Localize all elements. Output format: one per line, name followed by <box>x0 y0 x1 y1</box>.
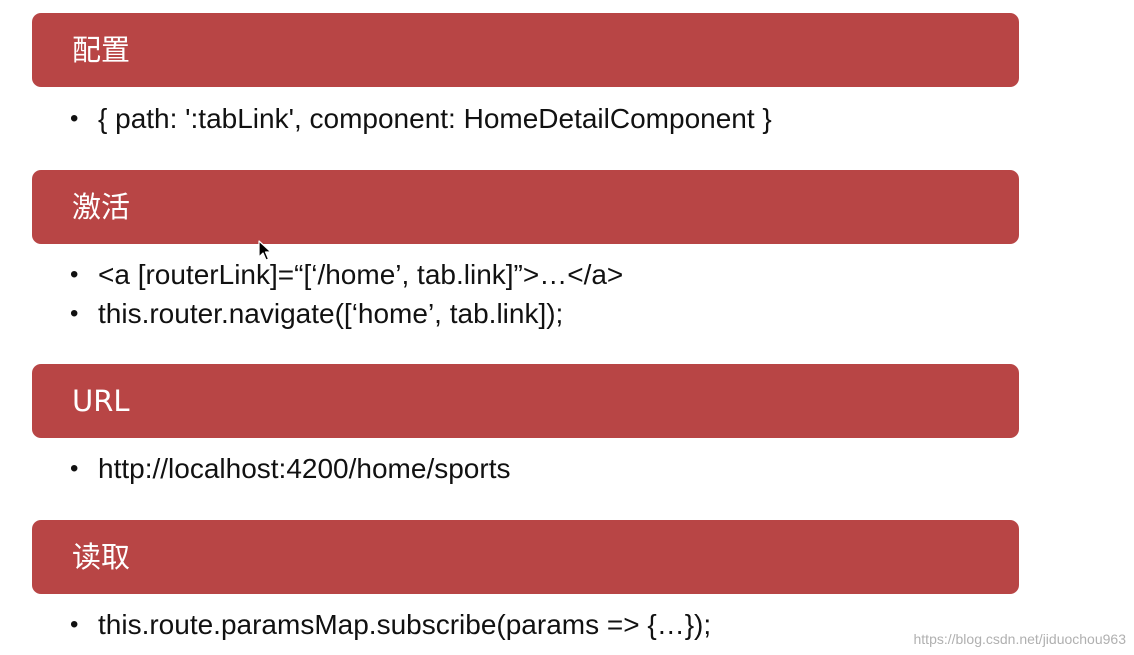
section-title: 激活 <box>72 189 131 224</box>
bullet-list-url: • http://localhost:4200/home/sports <box>70 449 510 488</box>
section-header-url: URL <box>32 364 1019 438</box>
mouse-pointer-icon <box>258 240 272 261</box>
code-text: { path: ':tabLink', component: HomeDetai… <box>98 102 772 134</box>
bullet-icon: • <box>70 260 79 288</box>
section-header-activate: 激活 <box>32 170 1019 244</box>
code-text: this.route.paramsMap.subscribe(params =>… <box>98 608 712 640</box>
list-item: • <a [routerLink]=“[‘/home’, tab.link]”>… <box>70 255 623 294</box>
bullet-list-activate: • <a [routerLink]=“[‘/home’, tab.link]”>… <box>70 255 623 333</box>
section-title: 配置 <box>72 32 131 67</box>
section-header-read: 读取 <box>32 520 1019 594</box>
list-item: • this.router.navigate([‘home’, tab.link… <box>70 294 623 333</box>
bullet-list-read: • this.route.paramsMap.subscribe(params … <box>70 605 711 644</box>
bullet-list-config: • { path: ':tabLink', component: HomeDet… <box>70 99 772 138</box>
url-text: http://localhost:4200/home/sports <box>98 452 511 484</box>
section-title: 读取 <box>72 539 131 574</box>
bullet-icon: • <box>70 610 79 638</box>
list-item: • this.route.paramsMap.subscribe(params … <box>70 605 711 644</box>
list-item: • http://localhost:4200/home/sports <box>70 449 510 488</box>
code-text: <a [routerLink]=“[‘/home’, tab.link]”>…<… <box>98 258 624 290</box>
section-title: URL <box>72 383 130 418</box>
watermark-text: https://blog.csdn.net/jiduochou963 <box>913 631 1127 647</box>
bullet-icon: • <box>70 104 79 132</box>
section-header-config: 配置 <box>32 13 1019 87</box>
list-item: • { path: ':tabLink', component: HomeDet… <box>70 99 772 138</box>
bullet-icon: • <box>70 299 79 327</box>
code-text: this.router.navigate([‘home’, tab.link])… <box>98 297 564 329</box>
bullet-icon: • <box>70 454 79 482</box>
